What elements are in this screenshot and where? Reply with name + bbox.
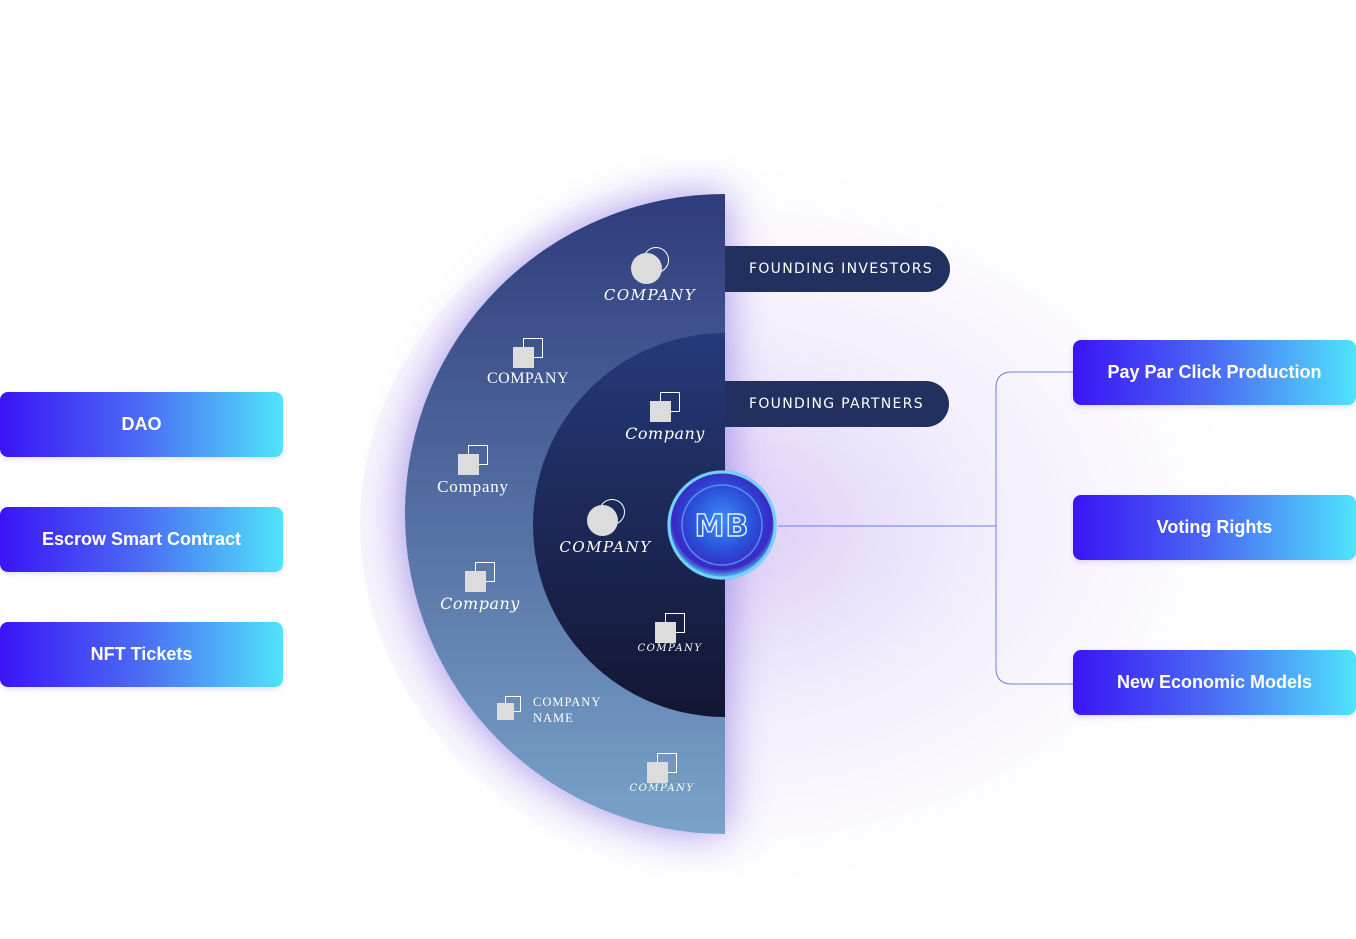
company-logo: COMPANY: [624, 613, 716, 654]
circle-logo-icon: [586, 499, 625, 536]
company-logo: COMPANY NAME: [497, 695, 617, 730]
feature-pay-par-click-production[interactable]: Pay Par Click Production: [1073, 340, 1356, 405]
founding-investors-label: FOUNDING INVESTORS: [725, 246, 950, 292]
feature-escrow-smart-contract[interactable]: Escrow Smart Contract: [0, 507, 283, 572]
company-name: COMPANY: [629, 783, 695, 794]
squares-logo-icon: [647, 753, 677, 783]
founding-partners-label: FOUNDING PARTNERS: [725, 381, 949, 427]
connector-bracket: [995, 371, 1073, 685]
company-name: Company: [440, 594, 520, 613]
feature-nft-tickets[interactable]: NFT Tickets: [0, 622, 283, 687]
company-logo: Company: [423, 445, 523, 497]
company-name: COMPANY NAME: [533, 695, 601, 725]
company-logo: COMPANY: [595, 247, 705, 304]
mb-logo-inner-ring: [681, 484, 763, 566]
squares-logo-icon: [513, 338, 543, 368]
feature-voting-rights[interactable]: Voting Rights: [1073, 495, 1356, 560]
company-logo: Company: [620, 392, 710, 443]
squares-logo-icon: [458, 445, 488, 475]
company-name: Company: [437, 477, 509, 496]
squares-logo-icon: [497, 696, 521, 720]
company-name: COMPANY: [486, 370, 570, 387]
company-name: COMPANY: [559, 538, 652, 556]
company-name: COMPANY: [603, 286, 697, 304]
squares-logo-icon: [650, 392, 680, 422]
company-logo: COMPANY: [553, 499, 658, 556]
company-logo: Company: [430, 562, 530, 613]
mb-logo-text: MB: [695, 509, 750, 544]
company-name: COMPANY: [637, 643, 703, 654]
mb-logo-circle: [667, 470, 777, 580]
company-logo: COMPANY: [615, 753, 709, 794]
squares-logo-icon: [655, 613, 685, 643]
feature-new-economic-models[interactable]: New Economic Models: [1073, 650, 1356, 715]
squares-logo-icon: [465, 562, 495, 592]
circle-logo-icon: [631, 247, 669, 284]
company-name: Company: [625, 424, 705, 443]
inner-semicircle: [533, 333, 725, 717]
company-logo: COMPANY: [478, 338, 578, 388]
feature-dao[interactable]: DAO: [0, 392, 283, 457]
